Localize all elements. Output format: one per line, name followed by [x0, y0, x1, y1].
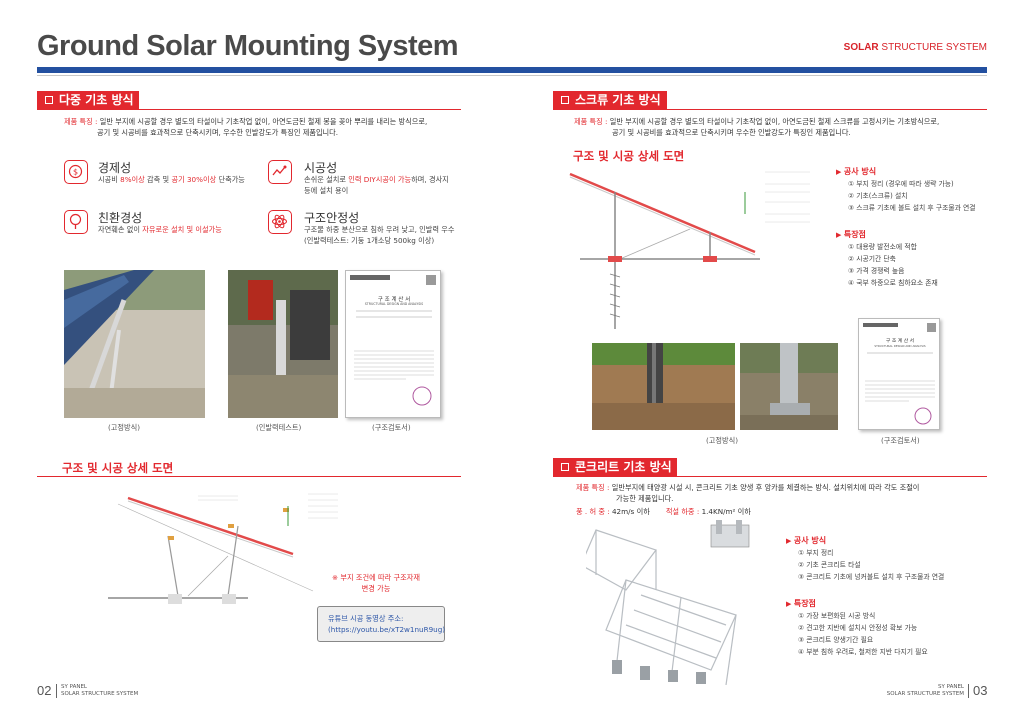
adv-title-economy: 경제성	[98, 161, 132, 175]
caption-structural-review-left: (구조검토서)	[372, 423, 411, 432]
adv-title-construct: 시공성	[304, 161, 338, 175]
doc-title-left: 구 조 계 산 서	[377, 297, 411, 303]
footer-separator-right	[968, 684, 969, 698]
footer-separator-left	[56, 684, 57, 698]
dollar-icon: $	[64, 160, 88, 184]
atom-icon	[268, 210, 292, 234]
section-header-multi: 다중 기초 방식	[37, 91, 139, 110]
product-features-screw: 제품 특징 : 일반 부지에 시공할 경우 별도의 타설이나 기초작업 없이, …	[574, 117, 940, 137]
doc-subtitle-left: STRUCTURAL DESIGN AND ANALYSIS	[364, 302, 424, 306]
doc-subtitle-right: STRUCTURAL DESIGN AND ANALYSIS	[874, 344, 926, 348]
feature-title-concrete: ▶ 특장점	[786, 599, 816, 608]
page-title: Ground Solar Mounting System	[37, 30, 459, 62]
caption-screw-fixed: (고정방식)	[706, 436, 739, 445]
tree-icon	[64, 210, 88, 234]
page-number-right: 03	[973, 683, 988, 698]
note-material-change: ※ 부지 조건에 따라 구조자재 변경 가능	[332, 573, 420, 593]
feature-title-screw: ▶ 특장점	[836, 230, 866, 239]
drawing-title-right: 구조 및 시공 상세 도면	[573, 149, 685, 163]
caption-fixed-method: (고정방식)	[108, 423, 141, 432]
header-divider	[37, 67, 987, 73]
method-list-concrete: ① 부지 정리 ② 기초 콘크리트 타설 ③ 콘크리트 기초에 넝커볼트 설치 …	[798, 549, 945, 581]
square-icon	[561, 463, 569, 471]
section-underline-concrete	[553, 476, 987, 477]
document-structural-review-left: 구 조 계 산 서 STRUCTURAL DESIGN AND ANALYSIS	[345, 270, 441, 418]
photo-pullout-test	[228, 270, 338, 418]
adv-desc-stability: 구조물 하중 분산으로 침하 우려 낮고, 인발력 우수(인발력테스트: 기둥 …	[304, 225, 455, 245]
doc-title-right: 구 조 계 산 서	[885, 339, 915, 344]
caption-structural-review-right: (구조검토서)	[881, 436, 920, 445]
hands-icon	[268, 160, 292, 184]
brand-label: SOLAR STRUCTURE SYSTEM	[843, 42, 987, 53]
feature-list-screw: ① 대용량 발전소에 적합 ② 시공기간 단축 ③ 가격 경쟁력 높음 ④ 국부…	[848, 243, 938, 287]
adv-desc-eco: 자연훼손 없이 자유로운 설치 및 이설가능	[98, 225, 222, 234]
photo-screw-fixed	[592, 343, 735, 430]
adv-title-eco: 친환경성	[98, 211, 143, 225]
feature-list-concrete: ① 가장 보편화된 시공 방식 ② 견고한 지반에 설치시 안정성 확보 가능 …	[798, 612, 928, 656]
method-list-screw: ① 부지 정리 (경우에 따라 생략 가능) ② 기초(스크류) 설치 ③ 스크…	[848, 180, 976, 212]
square-icon	[45, 96, 53, 104]
square-icon	[561, 96, 569, 104]
youtube-link[interactable]: 유튜브 시공 동영상 주소: (https://youtu.be/xT2w1nu…	[317, 606, 445, 642]
adv-title-stability: 구조안정성	[304, 211, 360, 225]
product-features-multi: 제품 특징 : 일반 부지에 시공할 경우 별도의 타설이나 기초작업 없이, …	[64, 117, 428, 137]
document-structural-review-right: 구 조 계 산 서 STRUCTURAL DESIGN AND ANALYSIS	[858, 318, 940, 430]
caption-pullout-test: (인발력테스트)	[256, 423, 302, 432]
drawing-title-left: 구조 및 시공 상세 도면	[62, 461, 174, 475]
header-thin-divider	[37, 75, 987, 76]
svg-text:$: $	[73, 168, 78, 177]
method-title-screw: ▶ 공사 방식	[836, 167, 877, 176]
drawing-multi-foundation	[88, 486, 348, 606]
product-features-concrete: 제품 특징 : 일반부지에 태양광 시설 시, 콘크리트 기초 양생 후 앙카를…	[576, 483, 920, 516]
adv-desc-economy: 시공비 8%이상 감축 및 공기 30%이상 단축가능	[98, 175, 245, 184]
photo-fixed-method	[64, 270, 205, 418]
drawing-concrete-foundation	[580, 520, 786, 686]
drawing-screw-foundation	[560, 164, 822, 334]
photo-screw-closeup	[740, 343, 838, 430]
section-underline	[37, 109, 461, 110]
page-number-left: 02	[37, 683, 52, 698]
section-underline-screw	[553, 109, 987, 110]
drawing-underline-left	[37, 476, 461, 477]
method-title-concrete: ▶ 공사 방식	[786, 536, 827, 545]
section-header-screw: 스크류 기초 방식	[553, 91, 667, 110]
section-header-concrete: 콘크리트 기초 방식	[553, 458, 677, 477]
